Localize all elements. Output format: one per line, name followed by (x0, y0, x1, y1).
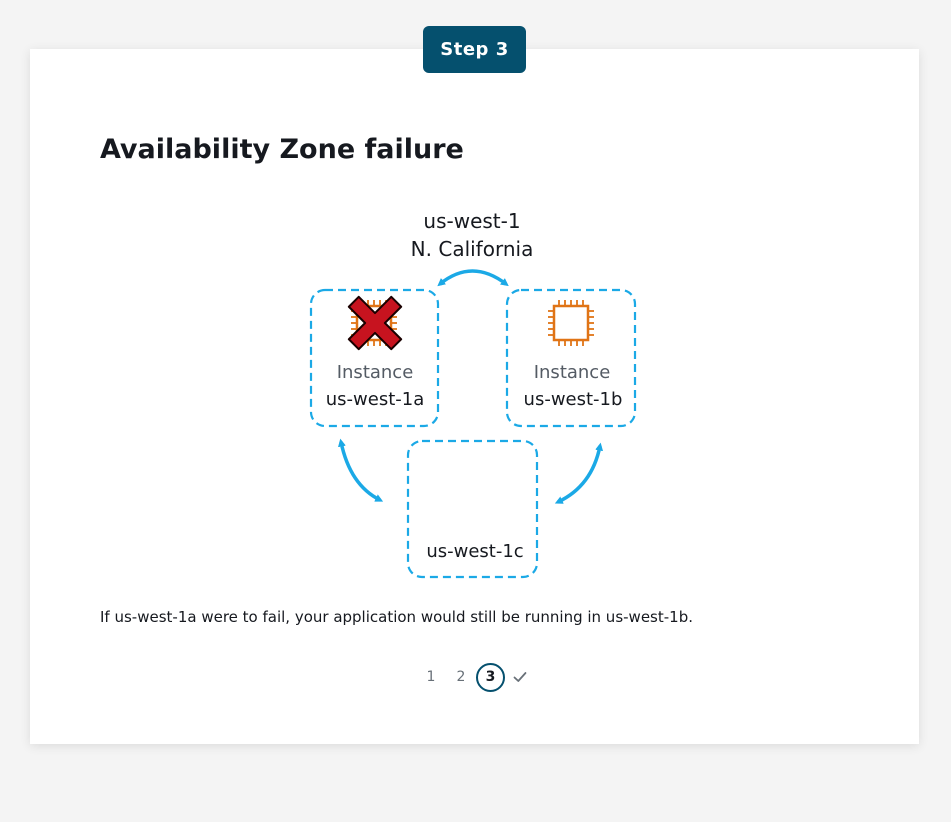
region-name: N. California (411, 237, 534, 261)
complete-step-button[interactable] (505, 662, 535, 692)
double-arrow-icon (437, 269, 509, 287)
instance-label: Instance (337, 362, 414, 383)
double-arrow-icon (338, 438, 384, 502)
step-card (30, 49, 919, 744)
step-pagination: 1 2 3 (416, 661, 535, 693)
step-badge: Step 3 (423, 26, 526, 73)
page-1-button[interactable]: 1 (426, 669, 436, 685)
zone-box-us-west-1c (406, 439, 539, 579)
zone-name-us-west-1a: us-west-1a (326, 389, 425, 410)
instance-label: Instance (534, 362, 611, 383)
zone-name-us-west-1c: us-west-1c (426, 541, 523, 562)
zone-name-us-west-1b: us-west-1b (524, 389, 623, 410)
step-caption: If us-west-1a were to fail, your applica… (100, 608, 693, 626)
ec2-instance-chip-icon (548, 300, 594, 346)
zone-box-us-west-1b (505, 288, 637, 428)
zone-box-us-west-1a (309, 288, 440, 428)
page-title: Availability Zone failure (100, 134, 464, 165)
region-code: us-west-1 (423, 209, 520, 233)
checkmark-icon (513, 672, 527, 682)
double-arrow-icon (554, 442, 604, 504)
failure-x-icon (347, 295, 403, 351)
page-3-button[interactable]: 3 (476, 662, 505, 692)
page-2-button[interactable]: 2 (456, 669, 466, 685)
